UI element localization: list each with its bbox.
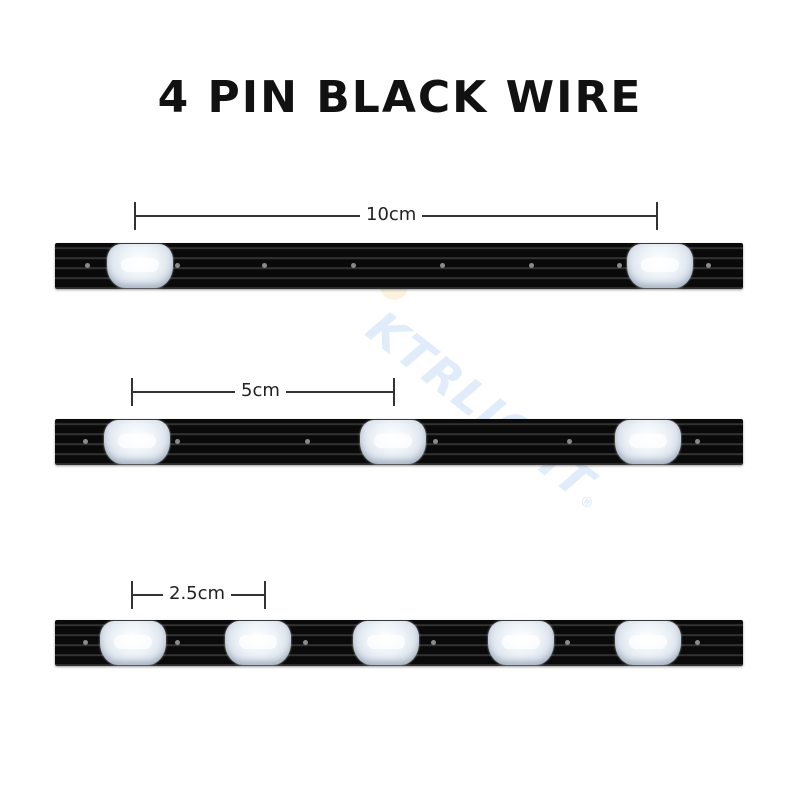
pin-dot bbox=[305, 439, 310, 444]
pin-dot bbox=[83, 439, 88, 444]
pin-dot bbox=[431, 640, 436, 645]
led-strip-5cm bbox=[55, 419, 743, 465]
measure-cap-right bbox=[264, 581, 266, 609]
led-chip bbox=[225, 621, 291, 665]
led-chip bbox=[627, 244, 693, 288]
measure-10cm: 10cm bbox=[134, 202, 660, 232]
led-chip bbox=[104, 420, 170, 464]
pin-dot bbox=[303, 640, 308, 645]
led-chip bbox=[615, 621, 681, 665]
pin-dot bbox=[175, 439, 180, 444]
measure-2-5cm: 2.5cm bbox=[131, 581, 268, 611]
pin-dot bbox=[617, 263, 622, 268]
measure-label: 5cm bbox=[235, 380, 286, 401]
pin-dot bbox=[695, 439, 700, 444]
measure-5cm: 5cm bbox=[131, 378, 397, 408]
led-chip bbox=[107, 244, 173, 288]
pin-dot bbox=[695, 640, 700, 645]
pin-dot bbox=[175, 263, 180, 268]
led-chip bbox=[100, 621, 166, 665]
led-chip bbox=[488, 621, 554, 665]
pin-dot bbox=[85, 263, 90, 268]
page-title: 4 PIN BLACK WIRE bbox=[157, 72, 643, 123]
led-strip-2-5cm bbox=[55, 620, 743, 666]
pin-dot bbox=[83, 640, 88, 645]
pin-dot bbox=[351, 263, 356, 268]
pin-dot bbox=[706, 263, 711, 268]
pin-dot bbox=[567, 439, 572, 444]
led-chip bbox=[615, 420, 681, 464]
measure-cap-right bbox=[393, 378, 395, 406]
pin-dot bbox=[175, 640, 180, 645]
led-chip bbox=[360, 420, 426, 464]
pin-dot bbox=[565, 640, 570, 645]
pin-dot bbox=[529, 263, 534, 268]
led-chip bbox=[353, 621, 419, 665]
led-strip-10cm bbox=[55, 243, 743, 289]
pin-dot bbox=[433, 439, 438, 444]
measure-label: 10cm bbox=[360, 204, 423, 225]
watermark: KTRLIGHT® bbox=[357, 300, 618, 520]
pin-dot bbox=[440, 263, 445, 268]
pin-dot bbox=[262, 263, 267, 268]
measure-cap-right bbox=[656, 202, 658, 230]
measure-label: 2.5cm bbox=[163, 583, 232, 604]
